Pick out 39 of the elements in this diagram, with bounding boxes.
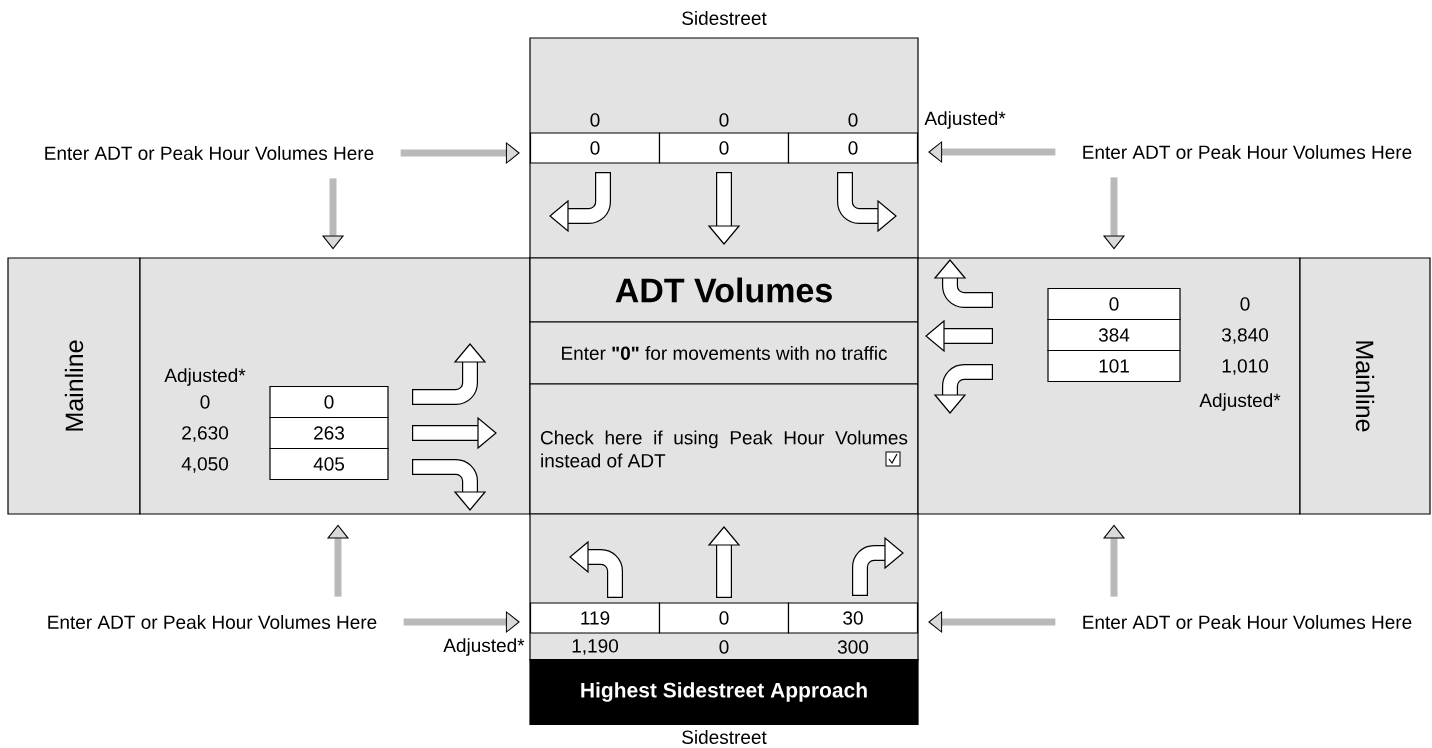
input-cell: 0: [529, 132, 661, 164]
input-cell: 119: [529, 602, 661, 634]
banner-box: Highest Sidestreet Approach: [529, 658, 919, 726]
adjusted-value: 4,050: [181, 457, 228, 473]
input-cell: 384: [1047, 318, 1181, 352]
adjusted-label: Adjusted*: [924, 111, 1006, 129]
instruction-text: Enter ADT or Peak Hour Volumes Here: [1083, 615, 1412, 629]
input-cell: 0: [787, 132, 919, 164]
input-cell: 0: [1047, 287, 1181, 321]
heading-box: ADT Volumes: [529, 257, 919, 323]
instruction-box: Enter "0" for movements with no traffic: [529, 321, 919, 385]
adjusted-value: 1,190: [572, 639, 618, 655]
instruction-text: Enter ADT or Peak Hour Volumes Here: [1083, 145, 1412, 159]
adjusted-label: Adjusted*: [1199, 393, 1281, 411]
mainline-band: Mainline: [7, 257, 141, 515]
input-cell: 405: [269, 447, 389, 481]
instruction-text: Enter ADT or Peak Hour Volumes Here: [48, 615, 377, 629]
adjusted-value: 2,630: [182, 426, 228, 442]
instruction-text: Enter ADT or Peak Hour Volumes Here: [45, 146, 374, 160]
mainline-band: Mainline: [1299, 257, 1431, 515]
block-arrow: [928, 611, 1056, 633]
block-arrow: [403, 611, 520, 633]
block-arrow: [400, 142, 520, 164]
adjusted-value: 1,010: [1222, 359, 1268, 375]
adjusted-label: Adjusted*: [443, 638, 525, 656]
block-arrow: [928, 141, 1056, 163]
input-cell: 0: [658, 132, 790, 164]
adjusted-value: 300: [837, 640, 869, 654]
street-label: Sidestreet: [682, 11, 767, 25]
input-cell: 30: [787, 602, 919, 634]
input-cell: 101: [1047, 349, 1181, 383]
input-cell: 0: [658, 602, 790, 634]
input-cell: 263: [269, 416, 389, 450]
adjusted-value: 0: [1240, 297, 1250, 311]
input-cell: 0: [269, 385, 389, 419]
adjusted-value: 0: [719, 640, 729, 654]
adjusted-label: Adjusted*: [164, 368, 246, 386]
adjusted-value: 0: [200, 395, 210, 409]
adjusted-value: 3,840: [1221, 328, 1268, 344]
